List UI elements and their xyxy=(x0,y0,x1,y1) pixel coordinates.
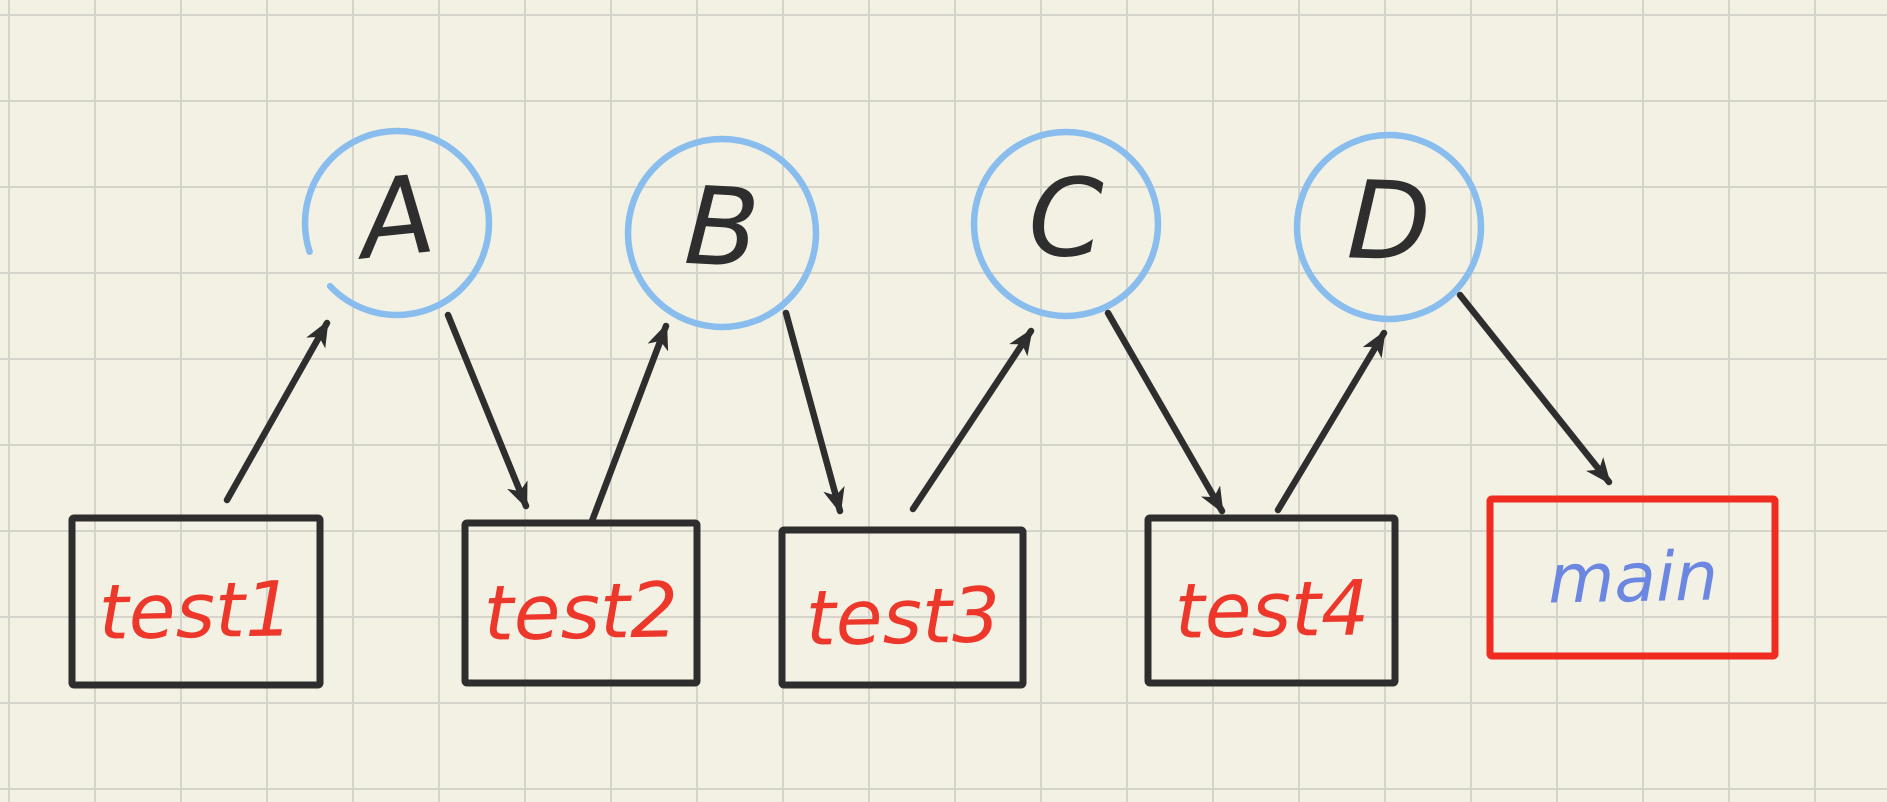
node-label-D[interactable]: D xyxy=(1345,158,1433,287)
node-label-C[interactable]: C xyxy=(1028,156,1104,282)
arrow-test1-to-A[interactable] xyxy=(223,319,331,504)
box-test2[interactable] xyxy=(461,519,701,687)
arrow-test3-to-C[interactable] xyxy=(909,327,1035,513)
box-test3[interactable] xyxy=(778,526,1027,689)
box-main[interactable] xyxy=(1486,495,1779,660)
arrow-C-to-test4[interactable] xyxy=(1104,309,1226,515)
box-test4[interactable] xyxy=(1144,514,1399,687)
box-label-test3[interactable]: test3 xyxy=(804,569,1001,663)
arrow-test2-to-B[interactable] xyxy=(588,322,670,525)
arrow-D-to-main[interactable] xyxy=(1456,291,1613,486)
node-circle-C[interactable] xyxy=(970,128,1162,320)
box-label-test1[interactable]: test1 xyxy=(98,563,294,657)
arrow-A-to-test2[interactable] xyxy=(444,311,530,510)
node-label-B[interactable]: B xyxy=(681,163,763,293)
box-label-test2[interactable]: test2 xyxy=(483,565,679,658)
box-label-test4[interactable]: test4 xyxy=(1173,562,1370,656)
arrow-B-to-test3[interactable] xyxy=(782,309,845,515)
node-circle-D[interactable] xyxy=(1293,131,1485,323)
arrow-test4-to-D[interactable] xyxy=(1274,329,1388,514)
box-test1[interactable] xyxy=(68,514,324,689)
node-label-A[interactable]: A xyxy=(353,152,441,285)
box-label-main[interactable]: main xyxy=(1546,537,1719,619)
node-circle-B[interactable] xyxy=(624,135,820,331)
node-circle-A[interactable] xyxy=(301,127,493,319)
